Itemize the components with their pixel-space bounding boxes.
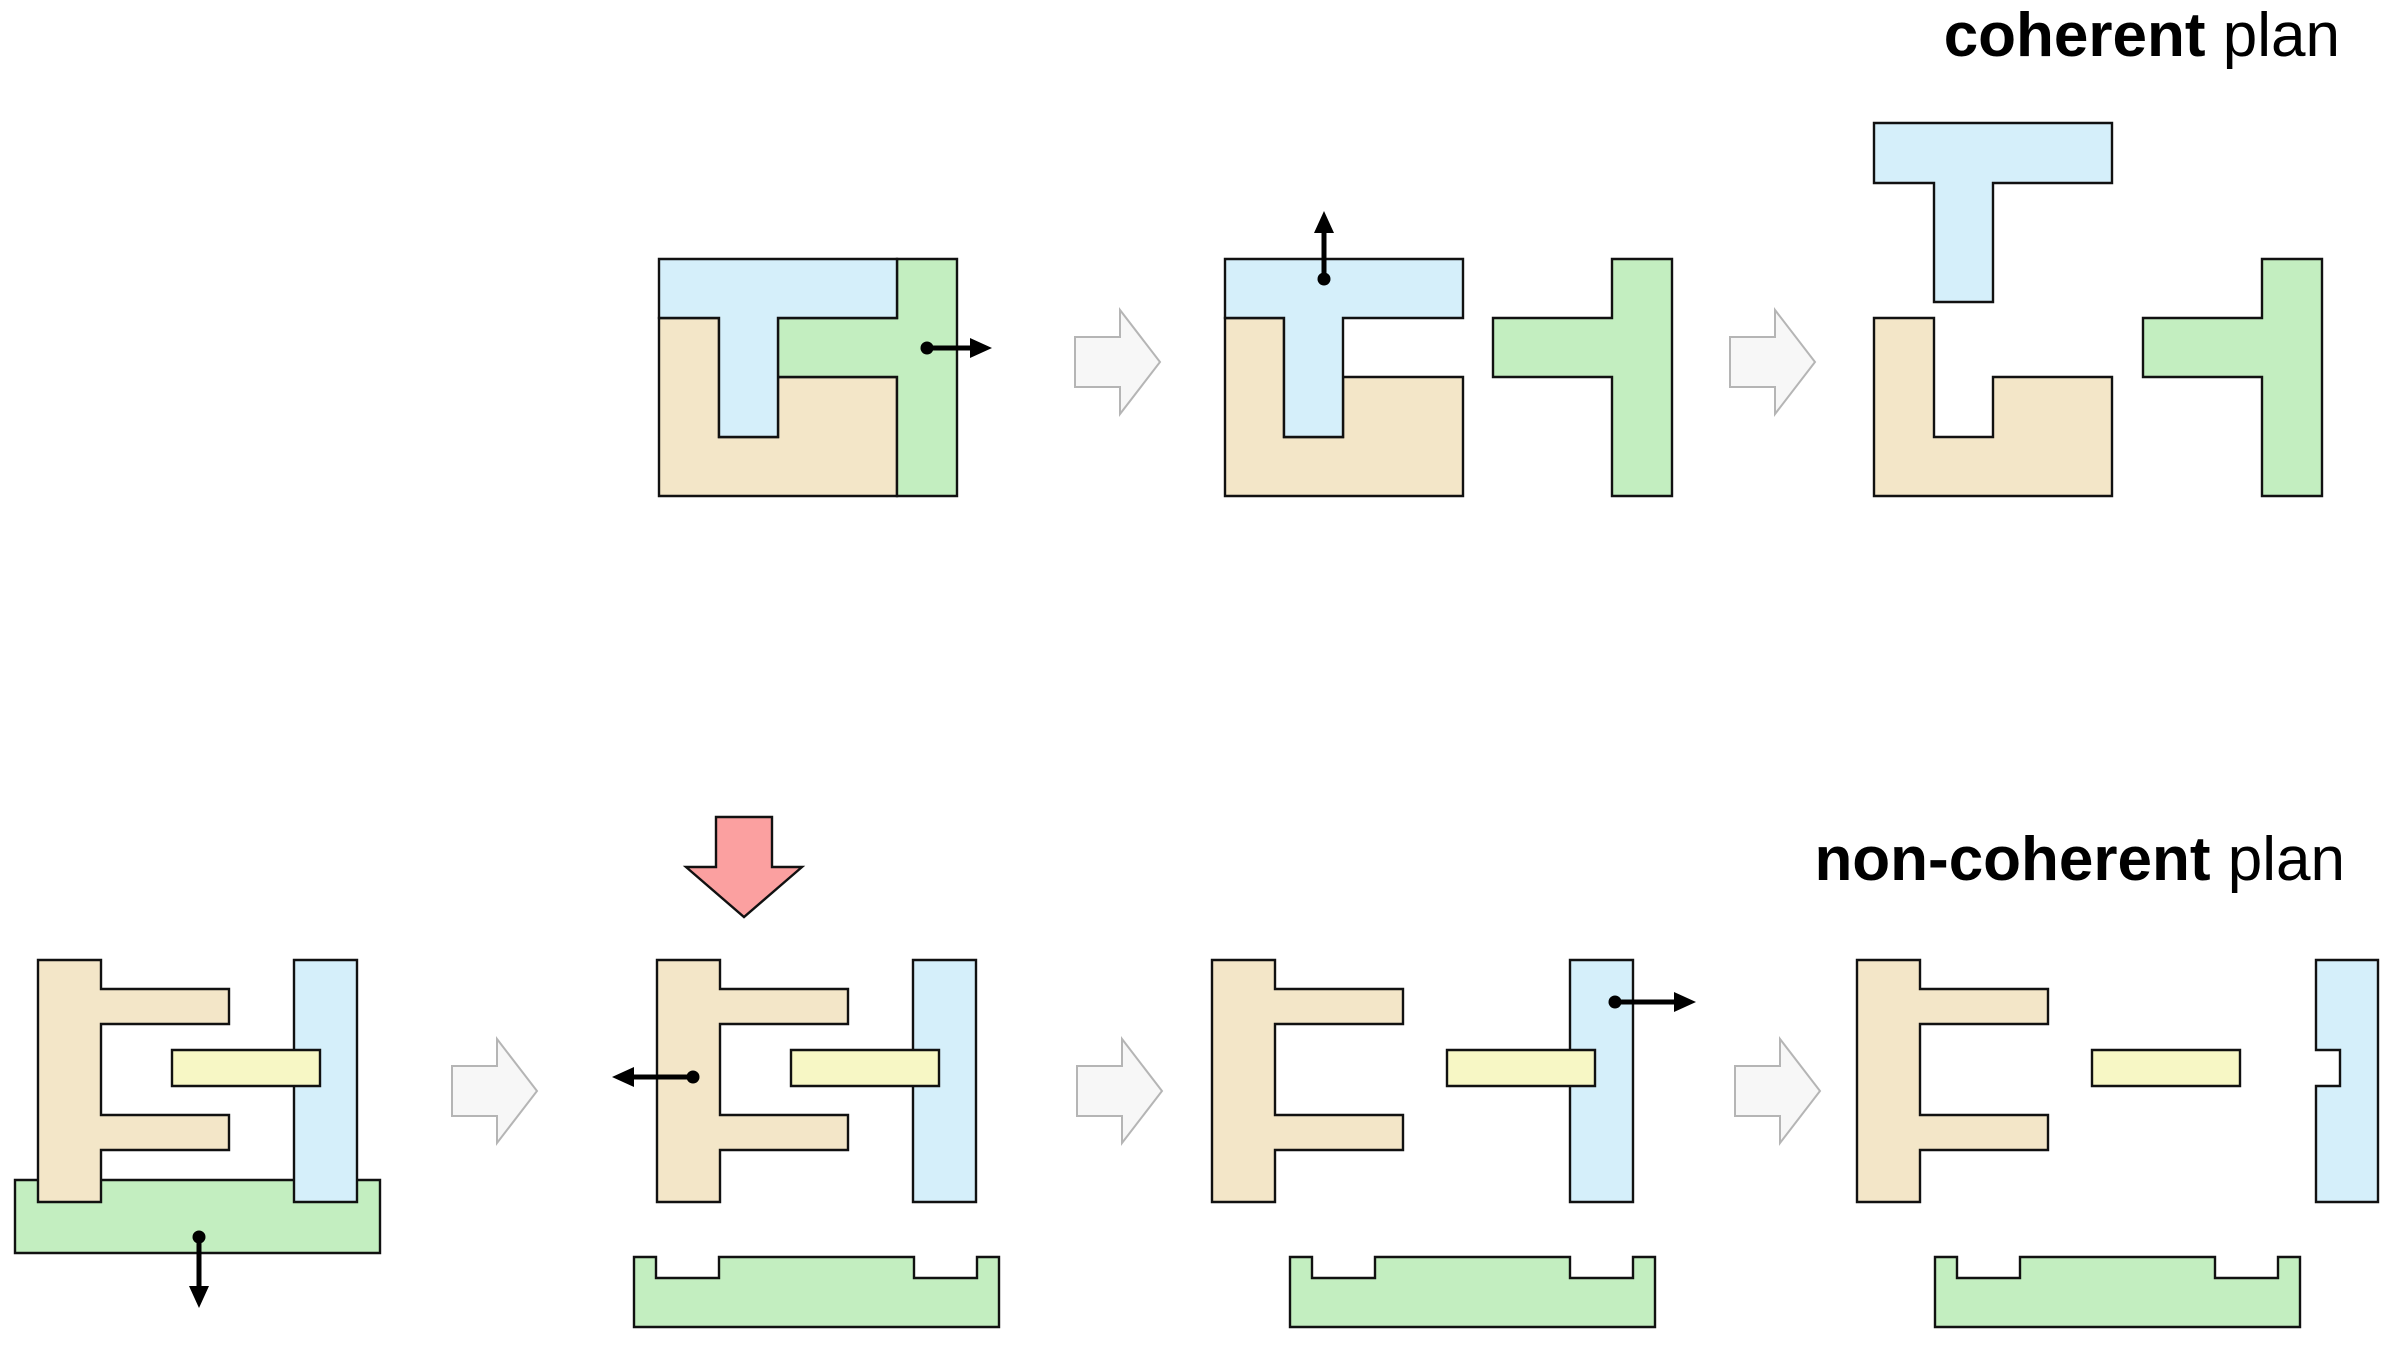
step-arrow-icon (451, 1036, 539, 1146)
tan-part (1872, 316, 2114, 498)
blue-part (911, 958, 978, 1204)
highlight-down-arrow-icon (682, 815, 806, 919)
blue-part (1223, 257, 1465, 439)
coherent-plan-title-bold: coherent (1944, 1, 2206, 70)
yellow-bar-part (170, 1048, 322, 1088)
coherent-step-1 (657, 257, 992, 498)
blue-part (1872, 121, 2114, 304)
green-base-part (632, 1255, 1001, 1329)
step-arrow-icon (1074, 307, 1162, 417)
move-right-arrow-icon (920, 338, 992, 358)
move-up-arrow-icon (1314, 211, 1334, 286)
move-left-arrow-icon (612, 1067, 700, 1087)
blue-part (1568, 958, 1635, 1204)
green-base-part (1288, 1255, 1657, 1329)
non-coherent-step-2 (612, 815, 1001, 1329)
blue-part (292, 958, 359, 1204)
yellow-bar-part (1445, 1048, 1597, 1088)
coherent-step-2 (1223, 211, 1674, 498)
coherent-plan-title: coherent plan (1944, 1, 2340, 70)
coherent-plan-title-normal: plan (2206, 1, 2340, 70)
tan-part (1210, 958, 1405, 1204)
step-arrow-icon (1729, 307, 1817, 417)
non-coherent-step-3 (1210, 958, 1696, 1329)
blue-part (2314, 958, 2380, 1204)
tan-part (1855, 958, 2050, 1204)
green-base-part (1933, 1255, 2302, 1329)
step-arrow-icon (1734, 1036, 1822, 1146)
non-coherent-step-1 (13, 958, 382, 1308)
yellow-bar-part (2090, 1048, 2242, 1088)
green-part (2141, 257, 2324, 498)
green-base-part (13, 1178, 382, 1255)
tan-part (36, 958, 231, 1204)
move-right-arrow-icon (1608, 992, 1696, 1012)
green-part (1491, 257, 1674, 498)
blue-part (657, 257, 899, 439)
move-down-arrow-icon (189, 1230, 209, 1308)
non-coherent-step-4 (1855, 958, 2380, 1329)
tan-part (655, 958, 850, 1204)
coherent-step-3 (1872, 121, 2324, 498)
yellow-bar-part (789, 1048, 941, 1088)
non-coherent-plan-title: non-coherent plan (1814, 825, 2345, 894)
non-coherent-plan-title-normal: plan (2211, 825, 2345, 894)
non-coherent-plan-title-bold: non-coherent (1814, 825, 2210, 894)
step-arrow-icon (1076, 1036, 1164, 1146)
